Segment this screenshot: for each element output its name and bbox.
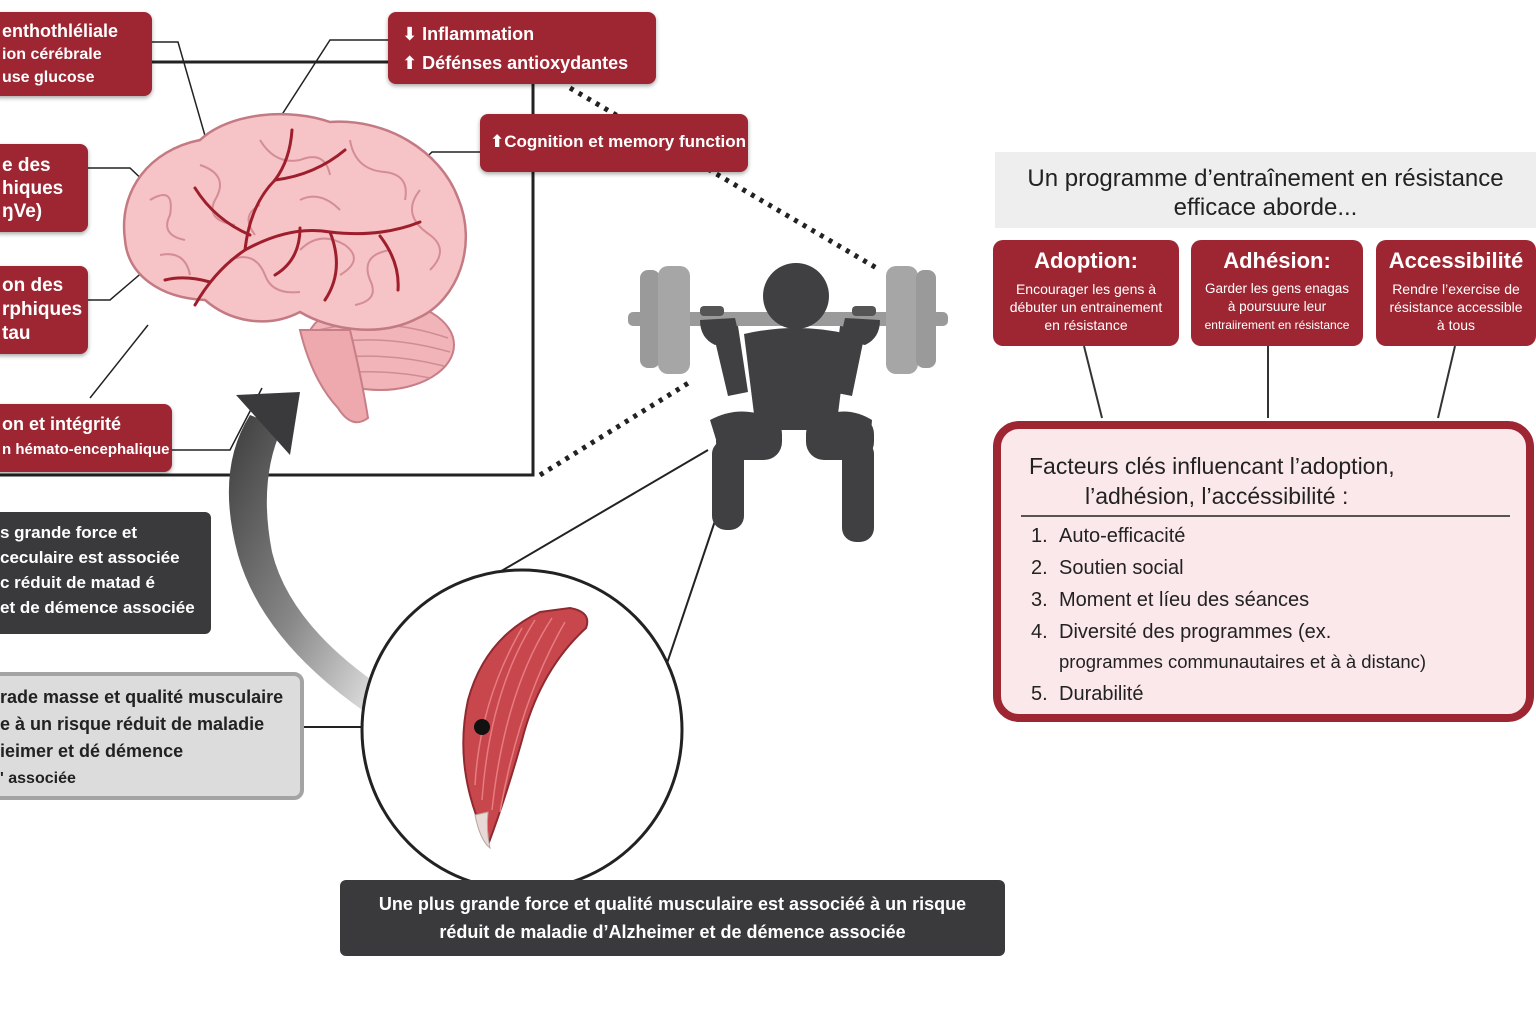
bottom-caption: Une plus grande force et qualité muscula… (340, 880, 1005, 956)
endothelial-line-2: ion cérébrale (2, 46, 102, 63)
pillar-adhesion: Adhésion: Garder les gens enagas à pours… (1191, 240, 1363, 346)
factor-item: 4.Diversité des programmes (ex. (1031, 621, 1332, 643)
arrow-down-icon: ⬇ (402, 24, 418, 44)
strength-box: s grande force et ceculaire est associée… (0, 512, 211, 634)
muscle-to-brain-arrow (228, 392, 383, 712)
mass-line-3: ieimer et dé démence (0, 741, 184, 761)
pillar-adoption: Adoption: Encourager les gens à débuter … (993, 240, 1179, 346)
pillar-adhesion-desc-3: entraiirement en résistance (1204, 318, 1350, 332)
caption-line-1: Une plus grande force et qualité muscula… (378, 894, 967, 914)
key-factors-box: Facteurs clés influencant l’adoption, l’… (993, 421, 1534, 722)
mass-line-4: ' associée (0, 770, 76, 787)
cognition-box: ⬆Cognition et memory function (480, 114, 748, 172)
program-title-line-2: efficace aborde... (1173, 194, 1358, 221)
pillar-adhesion-desc-1: Garder les gens enagas (1204, 281, 1350, 296)
antioxidant-label: Défénses antioxydantes (422, 53, 629, 73)
pillar-accessibility-desc-3: à tous (1436, 317, 1476, 333)
pillar-adhesion-title: Adhésion: (1223, 248, 1331, 273)
tau-box: on des rphiques tau (0, 266, 88, 354)
strength-line-3: c réduit de matad é (0, 573, 155, 592)
bbb-line-1: on et intégrité (2, 414, 122, 434)
pillar-adoption-desc-1: Encourager les gens à (1015, 281, 1157, 297)
endothelial-line-1: enthothléliale (2, 21, 119, 41)
dotted-connector-bottom (538, 379, 692, 478)
inflammation-label: Inflammation (422, 24, 535, 44)
neurotrophic-line-3: ŋVe) (2, 201, 43, 222)
strength-line-4: et de démence associée (0, 598, 195, 617)
tau-line-1: on des (2, 275, 64, 296)
pillar-accessibility-title: Accessibilité (1388, 248, 1524, 273)
pillar-accessibility-desc-1: Rendre l’exercise de (1392, 281, 1520, 297)
factors-title-line-2: l’adhésion, l’accéssibilité : (1085, 483, 1349, 509)
neurotrophic-box: e des hiques ŋVe) (0, 144, 88, 232)
tau-line-3: tau (2, 323, 31, 344)
mass-line-1: rade masse et qualité musculaire (0, 687, 284, 707)
cerebrum (122, 112, 467, 331)
tau-line-2: rphiques (2, 299, 83, 320)
neurotrophic-line-1: e des (2, 155, 51, 176)
cognition-label: Cognition et memory function (504, 132, 747, 151)
endothelial-box: enthothléliale ion cérébrale use glucose (0, 12, 152, 96)
caption-line-2: réduit de maladie d’Alzheimer et de déme… (439, 922, 906, 942)
factors-title: Facteurs clés influencant l’adoption, l’… (1029, 451, 1395, 511)
bbb-line-2: n hémato-encephalique (2, 441, 170, 458)
neurotrophic-line-2: hiques (2, 178, 64, 199)
magnifier-line-right (657, 511, 719, 691)
factor-item: 1.Auto-efficacité (1031, 525, 1186, 547)
muscle-mass-box: rade masse et qualité musculaire e à un … (0, 672, 304, 800)
pillar-adoption-title: Adoption: (1034, 248, 1138, 273)
brain-illustration (122, 112, 467, 424)
pillar-adhesion-desc-2: à poursuure leur (1227, 299, 1327, 314)
bbb-box: on et intégrité n hémato-encephalique (0, 404, 172, 472)
muscle-pointer-dot (474, 719, 490, 735)
strength-line-2: ceculaire est associée (0, 548, 180, 567)
factor-item: 3.Moment et líeu des séances (1031, 589, 1310, 611)
program-title: Un programme d’entraînement en résistanc… (995, 152, 1536, 228)
strength-line-1: s grande force et (0, 523, 137, 542)
brain-leader-lines (88, 39, 482, 451)
pillar-accessibility-desc-2: résistance accessible (1389, 299, 1523, 315)
factors-title-line-1: Facteurs clés influencant l’adoption, (1029, 453, 1395, 479)
muscle-illustration (462, 606, 589, 850)
inflammation-box: ⬇ Inflammation ⬆ Défénses antioxydantes (388, 12, 656, 84)
pillar-adoption-desc-2: débuter un entrainement (1009, 299, 1163, 315)
mass-line-2: e à un risque réduit de maladie (0, 714, 265, 734)
factor-item-continuation: programmes communautaires et à à distanc… (1059, 651, 1427, 672)
pillar-connectors (1083, 345, 1456, 419)
factor-item: 2.Soutien social (1031, 557, 1184, 579)
factors-divider (1021, 515, 1510, 517)
endothelial-line-3: use glucose (2, 69, 95, 86)
brainstem (298, 329, 370, 424)
pillar-accessibility: Accessibilité Rendre l’exercise de résis… (1376, 240, 1536, 346)
arrow-up-icon: ⬆ (490, 132, 505, 151)
pillar-adoption-desc-3: en résistance (1044, 317, 1128, 333)
program-title-line-1: Un programme d’entraînement en résistanc… (1027, 165, 1504, 192)
factor-item: 5.Durabilité (1031, 683, 1144, 705)
squat-figure-icon (628, 263, 948, 542)
arrow-up-icon: ⬆ (402, 53, 418, 73)
